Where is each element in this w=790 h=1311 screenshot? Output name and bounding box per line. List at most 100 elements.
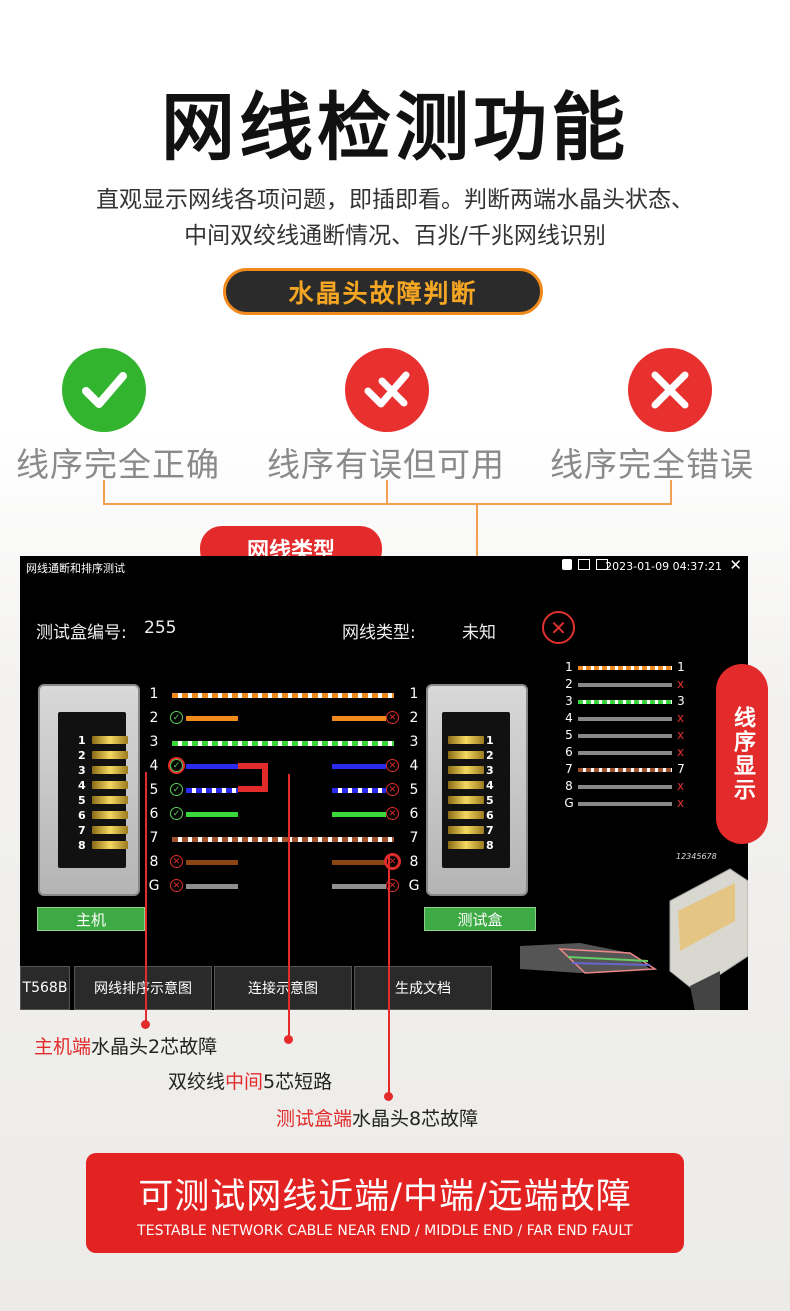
tester-button[interactable]: 测试盒 — [424, 907, 536, 931]
mini-row-left: 2 — [565, 677, 573, 691]
tester-pin — [448, 826, 484, 834]
screen-close-icon[interactable]: ✕ — [729, 556, 742, 574]
host-pin — [92, 766, 128, 774]
wire-row-num: 7 — [409, 830, 419, 846]
host-pin-num: 1 — [78, 734, 86, 747]
error-mark-icon: ✕ — [386, 711, 399, 724]
mini-row-left: 7 — [565, 762, 573, 776]
tester-pin-num: 7 — [486, 824, 494, 837]
tester-pin — [448, 781, 484, 789]
mini-row-left: 3 — [565, 694, 573, 708]
error-icon: ✕ — [542, 611, 575, 644]
wire-g-right — [332, 884, 386, 889]
box-id-label: 测试盒编号: — [36, 623, 127, 643]
status-label-usable: 线序有误但可用 — [267, 445, 505, 484]
mini-row-right: x — [677, 779, 685, 793]
tester-pin-num: 6 — [486, 809, 494, 822]
host-connector — [38, 684, 140, 896]
cable-type-value: 未知 — [462, 623, 496, 643]
status-label-wrong: 线序完全错误 — [550, 445, 754, 484]
callout-line-middle — [288, 774, 290, 1038]
host-pin — [92, 841, 128, 849]
callout-tester-text: 水晶头8芯故障 — [352, 1108, 479, 1130]
wire-row-num: 2 — [149, 710, 159, 726]
side-tab-wire-order: 线序显示 — [716, 664, 768, 844]
tester-pin-num: 4 — [486, 779, 494, 792]
cable-type-label: 网线类型: — [342, 623, 416, 643]
status-usable-icon — [345, 348, 429, 432]
host-pin-num: 5 — [78, 794, 86, 807]
wire-5-left — [186, 788, 238, 793]
callout-host-highlight: 主机端 — [34, 1036, 92, 1058]
subtitle-line-2: 中间双绞线通断情况、百兆/千兆网线识别 — [184, 223, 606, 249]
wire-4-left — [186, 764, 238, 769]
mini-row-right: x — [677, 745, 685, 759]
banner-subtitle: TESTABLE NETWORK CABLE NEAR END / MIDDLE… — [137, 1222, 633, 1239]
wire-row-num: 6 — [409, 806, 419, 822]
wire-2-right — [332, 716, 386, 721]
bracket-mid — [386, 480, 388, 504]
bracket-drop — [476, 503, 478, 599]
host-pin-num: 6 — [78, 809, 86, 822]
mini-row-left: G — [564, 796, 574, 810]
check-mark-icon: ✓ — [170, 759, 183, 772]
callout-dot-tester — [384, 1092, 393, 1101]
wire-row-num: 8 — [409, 854, 419, 870]
wire-7 — [172, 837, 394, 842]
callout-middle-text: 5芯短路 — [263, 1071, 333, 1093]
wire-row-num: 8 — [149, 854, 159, 870]
tab-connection-diagram[interactable]: 连接示意图 — [214, 966, 352, 1010]
fault-banner: 可测试网线近端/中端/远端故障 TESTABLE NETWORK CABLE N… — [86, 1153, 684, 1253]
check-x-icon — [364, 371, 410, 408]
callout-line-host — [145, 772, 147, 1024]
no-wifi-icon — [596, 559, 608, 570]
mini-row-left: 1 — [565, 660, 573, 674]
section-pill: 水晶头故障判断 — [223, 268, 543, 315]
bracket-left — [103, 480, 105, 504]
tab-t568b[interactable]: T568B — [20, 966, 70, 1010]
wire-row-num: 4 — [409, 758, 419, 774]
host-pin-num: 3 — [78, 764, 86, 777]
tester-pin-num: 2 — [486, 749, 494, 762]
mini-row-right: 3 — [677, 694, 685, 708]
callout-tester: 测试盒端水晶头8芯故障 — [276, 1104, 478, 1131]
host-button[interactable]: 主机 — [37, 907, 145, 931]
wire-8-right — [332, 860, 386, 865]
box-id-value: 255 — [144, 618, 177, 638]
error-mark-icon: ✕ — [386, 807, 399, 820]
wire-1 — [172, 693, 394, 698]
wire-5-right — [332, 788, 386, 793]
mini-wire — [578, 700, 672, 704]
mini-wire — [578, 751, 672, 755]
wire-row-num: 1 — [409, 686, 419, 702]
short-circuit-top — [238, 763, 268, 769]
wire-map: 1 1 2 ✓ ✕ 2 3 3 4 ✓ ✕ 4 5 ✓ ✕ 5 6 ✓ — [148, 686, 420, 896]
tester-pin — [448, 796, 484, 804]
subtitle-line-1: 直观显示网线各项问题，即插即看。判断两端水晶头状态、 — [96, 187, 694, 213]
wire-row-num: 7 — [149, 830, 159, 846]
callout-middle: 双绞线中间5芯短路 — [168, 1067, 332, 1094]
callout-line-tester — [388, 856, 390, 1096]
status-wrong-icon — [628, 348, 712, 432]
host-pin — [92, 826, 128, 834]
tab-cable-order[interactable]: 网线排序示意图 — [74, 966, 212, 1010]
tab-generate-doc[interactable]: 生成文档 — [354, 966, 492, 1010]
mini-row-right: x — [677, 796, 685, 810]
host-pin-num: 7 — [78, 824, 86, 837]
plug-pin-label: 12345678 — [676, 852, 717, 861]
status-correct-icon — [62, 348, 146, 432]
page-title: 网线检测功能 — [161, 85, 629, 171]
wire-row-num: G — [408, 878, 420, 894]
no-signal-icon — [578, 559, 590, 570]
wire-row-num: 5 — [409, 782, 419, 798]
host-pin-num: 8 — [78, 839, 86, 852]
tester-connector — [426, 684, 528, 896]
tester-pin — [448, 766, 484, 774]
tester-pin — [448, 736, 484, 744]
callout-host-text: 水晶头2芯故障 — [91, 1036, 218, 1058]
wire-g-left — [186, 884, 238, 889]
mini-wire — [578, 768, 672, 772]
rj45-plug-icon — [520, 868, 748, 1010]
mini-wire — [578, 666, 672, 670]
mini-row-right: x — [677, 728, 685, 742]
